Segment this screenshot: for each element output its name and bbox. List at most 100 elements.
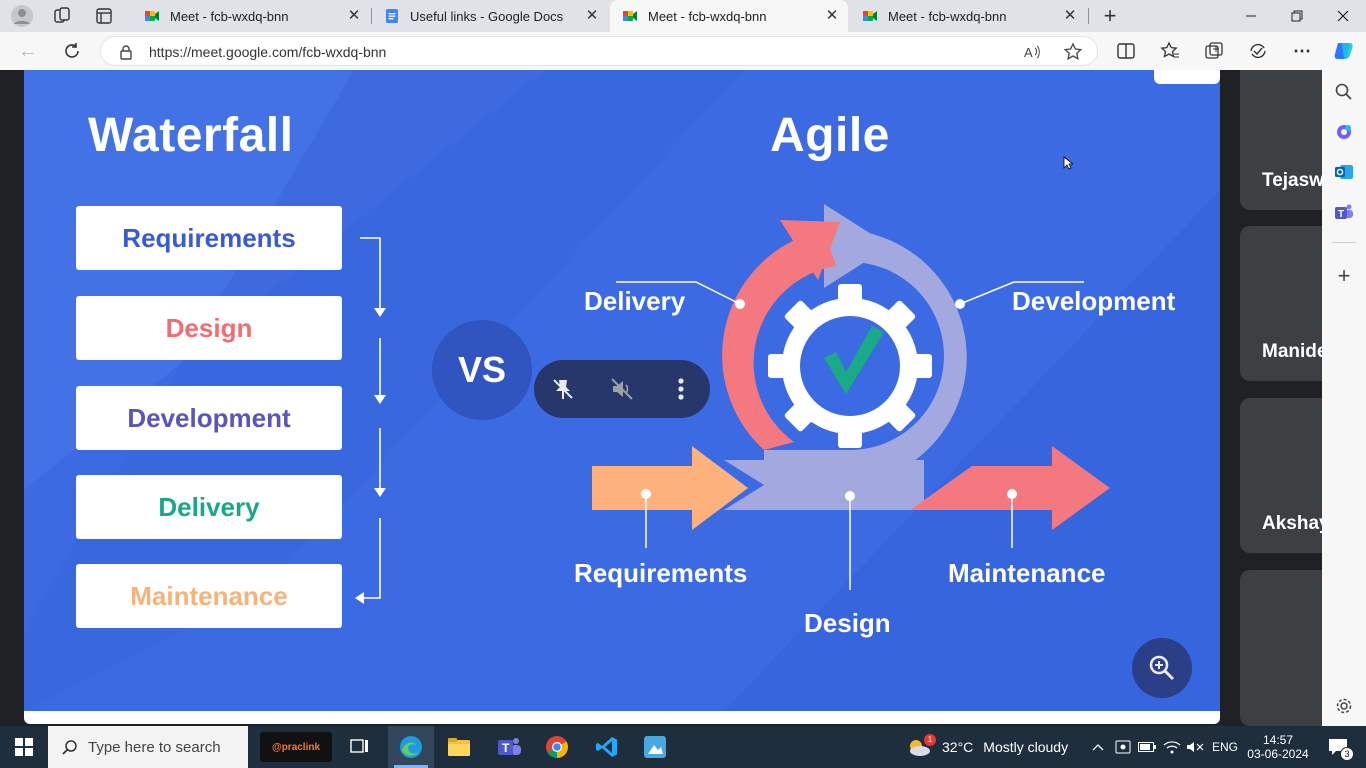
browser-tab-strip: Meet - fcb-wxdq-bnn ✕ Useful links - Goo… [0, 0, 1366, 32]
waterfall-step-development: Development [76, 386, 342, 450]
vscode-taskbar-icon[interactable] [584, 726, 630, 768]
teams-taskbar-icon[interactable]: T [486, 726, 532, 768]
close-tab-icon[interactable]: ✕ [585, 7, 599, 24]
collections-icon[interactable] [1200, 38, 1228, 64]
tab-meet-1[interactable]: Meet - fcb-wxdq-bnn ✕ [132, 0, 370, 32]
clock[interactable]: 14:57 03-06-2024 [1246, 726, 1310, 768]
google-meet-icon [145, 11, 159, 21]
sidebar-settings-icon[interactable] [1332, 694, 1356, 718]
restore-button[interactable] [1274, 0, 1320, 32]
refresh-button[interactable] [58, 38, 86, 64]
tab-actions-icon[interactable] [90, 3, 118, 29]
slide-background-graphic [24, 70, 1220, 711]
zoom-in-button[interactable] [1132, 638, 1192, 698]
clock-date: 03-06-2024 [1247, 747, 1309, 761]
add-sidebar-app-icon[interactable]: + [1337, 263, 1351, 288]
tab-title: Meet - fcb-wxdq-bnn [170, 8, 289, 24]
start-button[interactable] [0, 726, 48, 768]
more-options-icon[interactable] [663, 371, 699, 407]
waterfall-step-delivery: Delivery [76, 475, 342, 539]
svg-text:T: T [502, 741, 510, 755]
outlook-icon[interactable] [1332, 160, 1356, 184]
participant-tile[interactable] [1240, 570, 1322, 726]
more-menu-icon[interactable]: ⋯ [1293, 40, 1311, 61]
back-button[interactable]: ← [18, 39, 38, 62]
waterfall-step-requirements: Requirements [76, 206, 342, 270]
agile-label-requirements: Requirements [574, 558, 748, 588]
tab-meet-active[interactable]: Meet - fcb-wxdq-bnn ✕ [610, 0, 848, 32]
google-docs-icon [386, 9, 398, 23]
mouse-cursor-icon [1063, 156, 1073, 170]
notification-center-icon[interactable]: 3 [1318, 726, 1358, 768]
participant-name: Manide [1262, 341, 1328, 362]
battery-icon[interactable] [1136, 726, 1158, 768]
waterfall-step-maintenance: Maintenance [76, 564, 342, 628]
windows-taskbar: Type here to search @praclink T 1 32°C M… [0, 726, 1366, 768]
favorite-star-icon[interactable] [1063, 42, 1083, 62]
notification-count: 3 [1340, 747, 1354, 761]
favorites-icon[interactable] [1156, 38, 1184, 64]
agile-label-development: Development [1012, 286, 1176, 316]
teams-icon[interactable]: T [1332, 200, 1356, 224]
tab-meet-3[interactable]: Meet - fcb-wxdq-bnn ✕ [850, 0, 1086, 32]
address-bar[interactable]: https://meet.google.com/fcb-wxdq-bnn A [100, 36, 1098, 66]
windows-logo-icon [15, 738, 33, 756]
participant-tile[interactable]: Tejasw [1240, 70, 1324, 210]
meet-now-icon[interactable] [1112, 726, 1134, 768]
tab-google-docs[interactable]: Useful links - Google Docs ✕ [372, 0, 608, 32]
top-chip [1154, 70, 1220, 84]
unpin-icon[interactable] [545, 371, 581, 407]
language-label: ENG [1211, 740, 1238, 754]
participant-tile[interactable]: Manide [1240, 226, 1327, 381]
agile-label-delivery: Delivery [584, 286, 686, 316]
clock-time: 14:57 [1262, 733, 1294, 747]
browser-essentials-icon[interactable] [1244, 38, 1272, 64]
meet-stage: Waterfall Agile Requirements Design Deve… [0, 70, 1322, 726]
split-screen-icon[interactable] [1112, 38, 1140, 64]
waterfall-title: Waterfall [88, 109, 294, 162]
edge-sidebar: T + [1322, 70, 1366, 726]
search-icon[interactable] [1332, 80, 1356, 104]
profile-icon[interactable] [8, 3, 36, 29]
agile-title: Agile [770, 109, 890, 162]
google-meet-icon [623, 11, 637, 21]
weather-alert-badge: 1 [924, 734, 936, 746]
copilot-sidebar-icon[interactable] [1332, 120, 1356, 144]
participant-tile[interactable]: Akshay [1240, 398, 1330, 553]
file-explorer-icon[interactable] [436, 726, 482, 768]
taskbar-search-placeholder: Type here to search [88, 738, 221, 756]
agile-label-design: Design [804, 608, 891, 638]
google-meet-icon [863, 11, 877, 21]
weather-temp: 32°C [942, 739, 974, 755]
edge-taskbar-icon[interactable] [388, 726, 434, 768]
close-tab-icon[interactable]: ✕ [825, 7, 839, 24]
praclink-app[interactable]: @praclink [260, 726, 332, 768]
weather-widget[interactable]: 1 32°C Mostly cloudy [906, 726, 1076, 768]
read-aloud-icon[interactable]: A [1023, 43, 1041, 61]
browser-toolbar: ← https://meet.google.com/fcb-wxdq-bnn A… [0, 32, 1366, 70]
minimize-button[interactable] [1228, 0, 1274, 32]
chrome-taskbar-icon[interactable] [534, 726, 580, 768]
agile-label-maintenance: Maintenance [948, 558, 1106, 588]
wifi-icon[interactable] [1160, 726, 1184, 768]
copilot-icon[interactable] [1330, 38, 1358, 64]
new-tab-button[interactable]: + [1103, 3, 1117, 28]
paint-app-icon[interactable] [632, 726, 678, 768]
workspaces-icon[interactable] [48, 3, 76, 29]
language-indicator[interactable]: ENG [1208, 726, 1242, 768]
vs-badge: VS [432, 320, 532, 420]
lock-icon[interactable] [119, 44, 133, 60]
mute-audio-icon[interactable] [604, 371, 640, 407]
taskbar-search-box[interactable]: Type here to search [48, 726, 248, 768]
show-hidden-icons[interactable] [1088, 726, 1108, 768]
tab-title: Useful links - Google Docs [410, 8, 564, 24]
participant-strip: Tejasw Manide Akshay [1240, 70, 1330, 726]
task-view-icon[interactable] [340, 726, 380, 768]
close-tab-icon[interactable]: ✕ [1063, 7, 1077, 24]
participant-name: Akshay [1262, 513, 1330, 534]
svg-text:T: T [1338, 209, 1344, 220]
tile-hover-controls [534, 360, 710, 418]
volume-muted-icon[interactable] [1184, 726, 1206, 768]
close-window-button[interactable] [1320, 0, 1366, 32]
close-tab-icon[interactable]: ✕ [347, 7, 361, 24]
